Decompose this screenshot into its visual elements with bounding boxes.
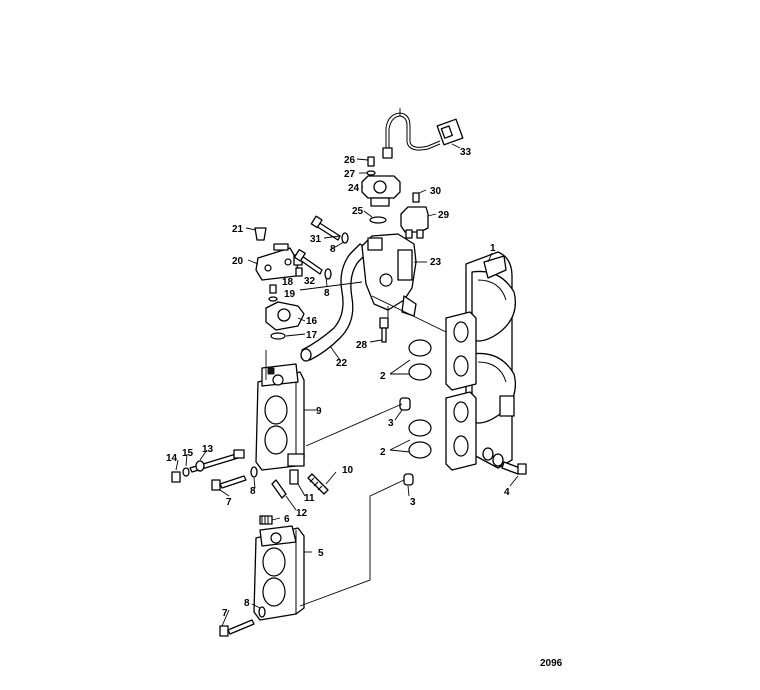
callout-8-upper: 8 [330, 244, 336, 255]
callout-8-lower: 8 [250, 486, 256, 497]
callout-2-lower: 2 [380, 447, 386, 458]
callout-33: 33 [460, 147, 472, 158]
callout-10: 10 [342, 465, 354, 476]
callout-12: 12 [296, 508, 308, 519]
callout-1: 1 [490, 243, 496, 254]
callout-4: 4 [504, 487, 510, 498]
sensor-part-29 [400, 192, 429, 239]
lower-gasket-plate [408, 391, 477, 471]
reference-lines [265, 281, 447, 607]
idle-air-control [361, 156, 401, 224]
callout-29: 29 [438, 210, 450, 221]
callout-20: 20 [232, 256, 244, 267]
fasteners-part-4 [482, 447, 527, 475]
callout-15: 15 [182, 448, 194, 459]
lower-bolts [211, 466, 266, 637]
callout-3-lower: 3 [410, 497, 416, 508]
callout-16: 16 [306, 316, 318, 327]
upper-throttle-body [255, 363, 305, 471]
callout-13: 13 [202, 444, 214, 455]
callout-32: 32 [304, 276, 316, 287]
callout-22: 22 [336, 358, 348, 369]
callout-labels: 33 26 27 24 30 25 29 21 31 8 1 20 23 32 … [166, 147, 510, 619]
callout-7-upper: 7 [226, 497, 232, 508]
callout-24: 24 [348, 183, 360, 194]
callout-3-upper: 3 [388, 418, 394, 429]
callout-8-bottom: 8 [244, 598, 250, 609]
callout-19: 19 [284, 289, 296, 300]
upper-gasket-plate [408, 311, 477, 391]
callout-17: 17 [306, 330, 318, 341]
callout-7-lower: 7 [222, 608, 228, 619]
callout-27: 27 [344, 169, 356, 180]
springs-and-small-parts [259, 469, 329, 525]
callout-31: 31 [310, 234, 322, 245]
leader-lines [175, 108, 519, 627]
callout-8-mid: 8 [324, 288, 330, 299]
throttle-position-sensor [254, 227, 305, 340]
callout-23: 23 [430, 257, 442, 268]
callout-6: 6 [284, 514, 290, 525]
callout-2-upper: 2 [380, 371, 386, 382]
callout-30: 30 [430, 186, 442, 197]
callout-25: 25 [352, 206, 364, 217]
callout-21: 21 [232, 224, 244, 235]
callout-9: 9 [316, 406, 322, 417]
figure-number: 2096 [540, 658, 563, 669]
grommets [399, 397, 414, 486]
upper-bolts [293, 215, 349, 280]
wiring-harness [382, 112, 464, 159]
callout-28: 28 [356, 340, 368, 351]
bracket-part-20 [255, 243, 303, 281]
callout-14: 14 [166, 453, 178, 464]
callout-11: 11 [304, 493, 315, 504]
lower-throttle-body [253, 525, 305, 621]
intake-manifold [465, 251, 517, 469]
housing-part-23 [361, 233, 417, 343]
linkage-rod [171, 449, 245, 483]
callout-18: 18 [282, 277, 294, 288]
callout-5: 5 [318, 548, 324, 559]
callout-26: 26 [344, 155, 356, 166]
